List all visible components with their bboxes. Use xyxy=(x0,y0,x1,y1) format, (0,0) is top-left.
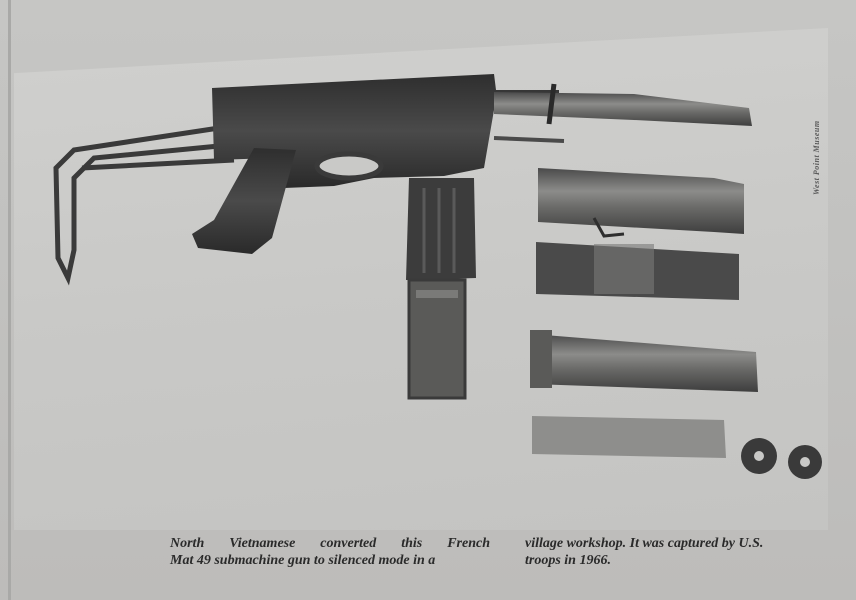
photograph xyxy=(14,28,828,530)
caption-line: North Vietnamese converted this French xyxy=(170,536,490,551)
receiver xyxy=(212,74,559,188)
caption-right-column: village workshop. It was captured by U.S… xyxy=(525,535,820,569)
photo-credit: West Point Museum xyxy=(812,120,821,195)
magazine xyxy=(407,278,467,400)
silencer-tube-3 xyxy=(532,416,726,458)
page-fold xyxy=(8,0,11,600)
caption-line: troops in 1966. xyxy=(525,553,611,568)
silencer-tube-2 xyxy=(532,334,758,392)
caption-line: Mat 49 submachine gun to silenced mode i… xyxy=(170,553,436,568)
folding-stock xyxy=(53,125,235,286)
silencer-tube-1 xyxy=(538,168,744,234)
caption-line: village workshop. It was captured by U.S… xyxy=(525,536,764,551)
pistol-grip xyxy=(192,148,296,254)
caption-left-column: North Vietnamese converted this French M… xyxy=(170,535,490,569)
gun-illustration xyxy=(53,74,822,479)
magazine-well xyxy=(406,178,476,280)
washers xyxy=(741,438,822,479)
